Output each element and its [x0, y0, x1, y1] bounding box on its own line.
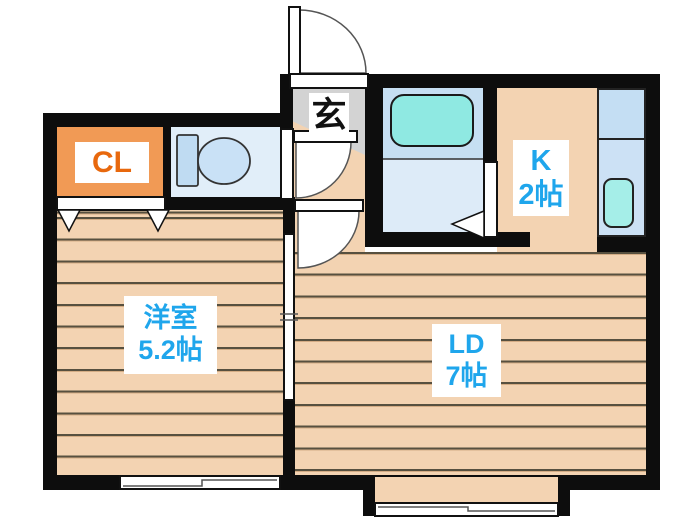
bathroom-door — [483, 161, 498, 238]
closet-door-swing-mark — [145, 209, 171, 233]
bay-jamb-left — [363, 475, 375, 516]
sliding-door — [283, 233, 295, 401]
bay-window-sash — [378, 506, 555, 512]
closet-label: CL — [75, 142, 149, 183]
living-door-arc — [297, 210, 360, 269]
bathtub — [390, 94, 474, 147]
wall-top-right — [367, 74, 660, 88]
kitchen-label: K 2帖 — [513, 140, 569, 216]
kitchen-counter-top — [597, 88, 646, 140]
wall-mid-lower — [283, 400, 295, 475]
wall-counter-stub — [597, 237, 646, 252]
entrance-door-leaf — [288, 6, 301, 75]
toilet-tank-icon — [176, 134, 199, 187]
wall-top-left — [43, 113, 293, 127]
wall-bath-kitchen — [483, 88, 497, 162]
toilet-bowl-icon — [197, 137, 251, 185]
living-dining-label: LD 7帖 — [432, 324, 501, 397]
living-door-leaf — [294, 199, 364, 212]
wall-right — [646, 74, 660, 490]
wall-left — [43, 113, 57, 490]
western-room-window-sash — [123, 479, 277, 487]
closet-door-track — [56, 196, 166, 211]
toilet-door — [280, 128, 294, 200]
entrance-door-arc — [298, 9, 367, 74]
western-room-label: 洋室 5.2帖 — [124, 296, 217, 374]
western-room-window — [119, 475, 281, 490]
wall-closet-toilet — [163, 127, 171, 197]
wall-under-toilet — [165, 197, 290, 210]
wall-entrance-bath — [365, 74, 383, 232]
bathroom-door-swing-triangle — [450, 209, 485, 240]
wall-mid-upper-stub — [283, 197, 295, 234]
kitchen-sink — [603, 178, 634, 228]
bay-window — [374, 502, 559, 517]
bay-jamb-right — [558, 475, 570, 516]
bay-window-floor — [375, 477, 558, 504]
hall-door-arc-upper — [295, 141, 352, 199]
closet-door-swing-mark — [56, 209, 82, 233]
entrance-threshold — [289, 73, 369, 89]
entrance-label: 玄 — [309, 93, 349, 138]
